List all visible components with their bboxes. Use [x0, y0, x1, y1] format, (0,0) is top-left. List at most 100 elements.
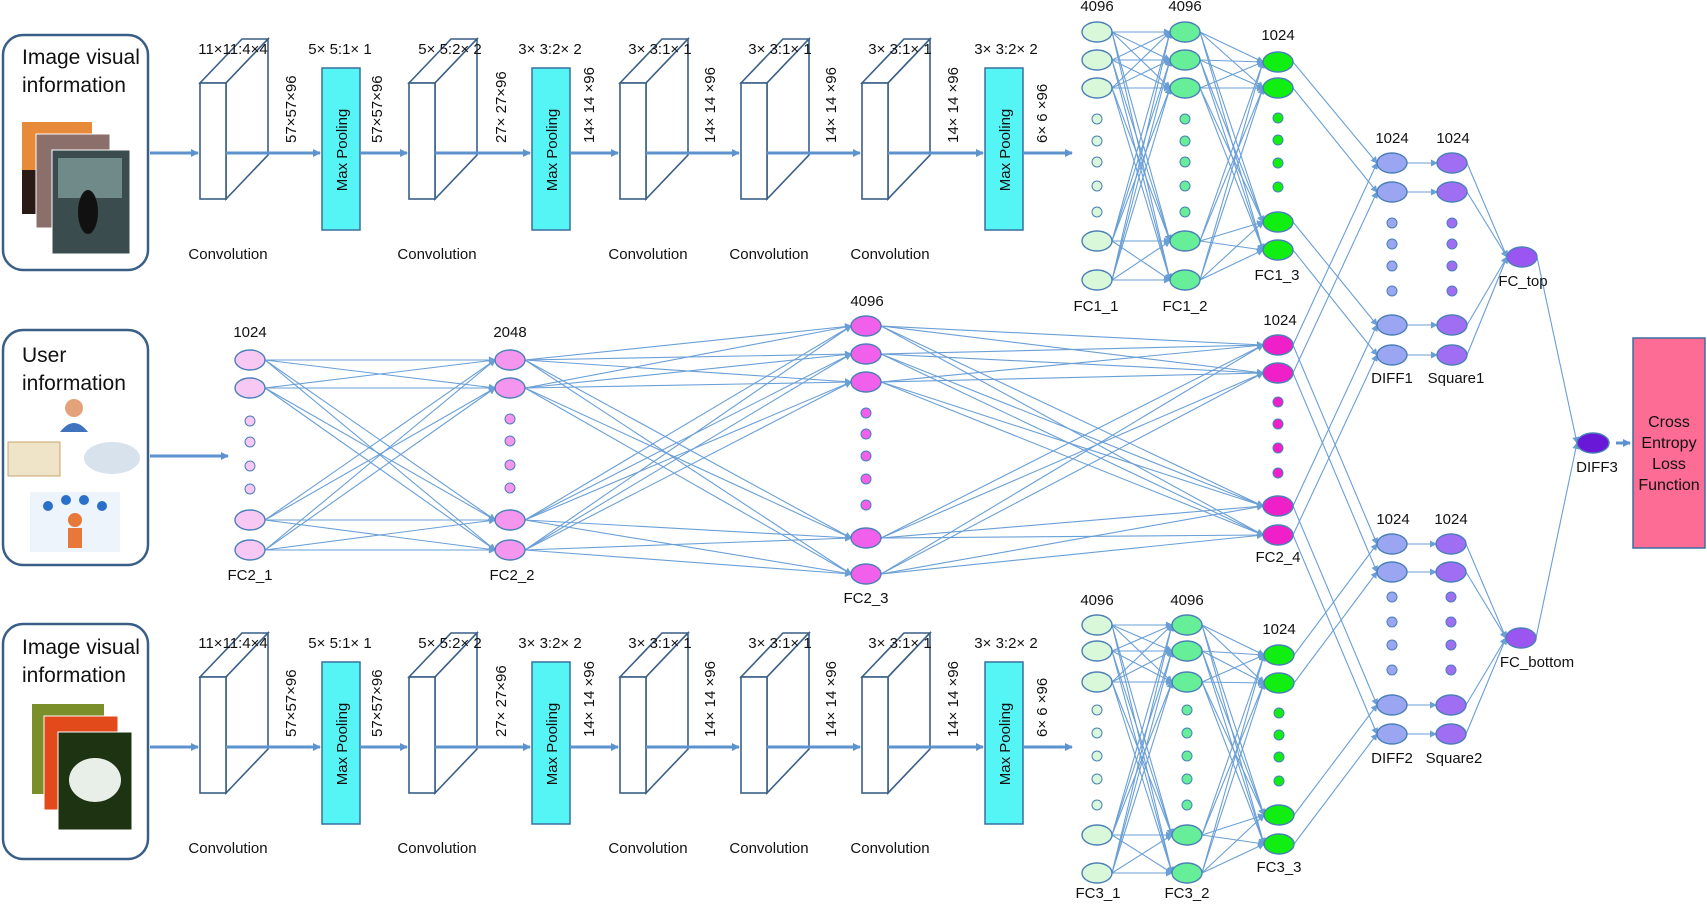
edge — [1201, 654, 1266, 836]
square2-dot — [1445, 616, 1457, 628]
image-thumbnails-bottom — [32, 704, 133, 831]
square1-dot — [1446, 238, 1458, 250]
edge — [1292, 505, 1378, 706]
fc1-2-node — [1169, 21, 1201, 43]
edge — [1292, 324, 1378, 507]
edge — [1199, 220, 1264, 242]
edge — [524, 378, 852, 389]
pool-label: Max Pooling — [334, 109, 351, 192]
edge — [880, 532, 1264, 575]
fc1-1-node — [1081, 77, 1113, 99]
edge — [1465, 543, 1507, 639]
edge — [1201, 654, 1266, 874]
edge — [524, 387, 852, 539]
conv-front-face — [740, 676, 768, 794]
edge — [1199, 31, 1265, 223]
loss-line3: Loss — [1652, 456, 1686, 473]
conv-block: Convolution — [729, 631, 811, 857]
fc3-1-dot — [1091, 799, 1103, 811]
edge — [1201, 682, 1265, 836]
fc3-1-name: FC3_1 — [1075, 885, 1120, 902]
square1-dot — [1446, 217, 1458, 229]
fc2-2-node — [494, 509, 526, 531]
feature-dims: 57×57×96 — [369, 669, 386, 737]
fc3-2-dot — [1181, 750, 1193, 762]
edge — [524, 359, 852, 575]
edge — [1111, 834, 1173, 874]
fc2-4-dot — [1272, 442, 1284, 454]
user-icons — [7, 399, 140, 552]
edge — [1465, 571, 1507, 639]
edge — [1199, 31, 1264, 89]
input-bottom: Image visual information — [1, 622, 150, 861]
conv-block: Convolution — [397, 631, 479, 857]
conv-caption: Convolution — [850, 246, 929, 263]
edge — [880, 325, 1264, 349]
fc3-3-dot — [1273, 707, 1285, 719]
fc1-2-size: 4096 — [1168, 0, 1201, 15]
edge — [1111, 31, 1171, 89]
square1-dot — [1446, 260, 1458, 272]
pool-label: Max Pooling — [544, 109, 561, 192]
diff2-dot — [1386, 591, 1398, 603]
edge — [1111, 624, 1174, 836]
fc1-1-node — [1081, 269, 1113, 291]
feature-dims: 14× 14 ×96 — [702, 661, 719, 737]
layer-params: 3× 3:1× 1 — [748, 41, 811, 58]
fc2-1-size: 1024 — [233, 324, 266, 341]
edge — [524, 549, 852, 578]
edge — [524, 381, 852, 551]
fc3-1-node — [1081, 862, 1113, 884]
square2-dot — [1445, 591, 1457, 603]
edge — [1292, 191, 1378, 374]
input-mid-line2: information — [22, 372, 126, 395]
edge — [524, 353, 852, 551]
fc2-1-dot — [244, 460, 256, 472]
fc3-2-size: 4096 — [1170, 592, 1203, 609]
edge — [880, 372, 1264, 539]
fc2-3-node — [850, 315, 882, 337]
fc3-2-dot — [1181, 704, 1193, 716]
edge — [1199, 59, 1265, 223]
edge — [1111, 59, 1171, 89]
input-top: Image visual information — [1, 33, 150, 272]
edge — [1292, 87, 1378, 193]
fc2-2-node — [494, 539, 526, 561]
fc2-2-node — [494, 377, 526, 399]
fc3-2-dot — [1181, 727, 1193, 739]
square1-node — [1436, 152, 1468, 174]
fc1-1-name: FC1_1 — [1073, 298, 1118, 315]
max-pooling-block: Max Pooling — [321, 661, 361, 825]
pool-rect — [531, 661, 571, 825]
diff1-node — [1376, 181, 1408, 203]
conv-front-face — [861, 676, 889, 794]
diff3-node — [1576, 432, 1610, 454]
conv-caption: Convolution — [608, 840, 687, 857]
input-bottom-line1: Image visual — [22, 636, 140, 659]
edge — [1111, 681, 1174, 836]
edge — [1111, 87, 1172, 281]
edge — [264, 387, 496, 521]
fc2-2-name: FC2_2 — [489, 567, 534, 584]
fc2-1-node — [234, 509, 266, 531]
edge — [1292, 372, 1378, 573]
square2-name: Square2 — [1426, 750, 1483, 767]
edge — [880, 344, 1264, 539]
pool-rect — [321, 661, 361, 825]
diff2-dot — [1386, 664, 1398, 676]
edge — [264, 387, 496, 551]
pool-rect — [321, 67, 361, 231]
fc1-2-dot — [1179, 135, 1191, 147]
conv-block: Convolution — [850, 37, 932, 263]
conv-front-face — [619, 82, 647, 200]
layer-params: 3× 3:1× 1 — [628, 41, 691, 58]
edge — [1201, 654, 1265, 683]
diff2-dot — [1386, 639, 1398, 651]
conv-front-face — [740, 82, 768, 200]
fc3-1-size: 4096 — [1080, 592, 1113, 609]
feature-dims: 57×57×96 — [283, 75, 300, 143]
fc2-3-dot — [860, 450, 872, 462]
pool-rect — [984, 67, 1024, 231]
edge — [524, 353, 852, 521]
